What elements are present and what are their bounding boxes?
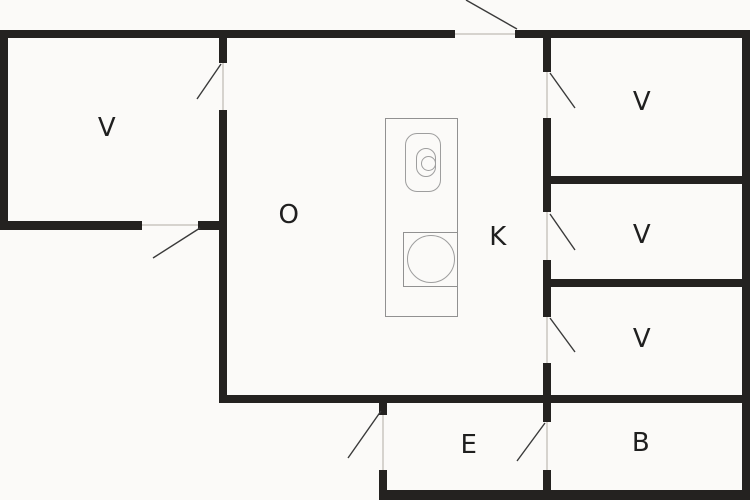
wall-bottom-exterior — [379, 490, 750, 500]
threshold-v-bottom-door — [142, 224, 198, 226]
wall-e-left-lower — [379, 470, 387, 498]
room-label-v-right-2: V — [632, 220, 652, 250]
wall-main-horizontal — [219, 395, 750, 403]
wall-mid-seg-4 — [543, 363, 551, 422]
door-swing-e-side — [347, 410, 382, 459]
wall-top-right-segment — [515, 30, 750, 38]
room-label-v-right-3: V — [632, 324, 652, 354]
wall-v-room-bottom-right — [198, 221, 227, 230]
wall-v1-v2-divider — [543, 176, 750, 184]
threshold-v-o-door — [222, 63, 224, 110]
threshold-v2-door — [546, 212, 548, 260]
threshold-entrance — [455, 33, 515, 35]
wall-v-room-bottom-left — [0, 221, 142, 230]
door-swing-e-b — [516, 422, 546, 462]
wall-mid-seg-1 — [543, 36, 551, 72]
room-label-o: O — [278, 200, 300, 230]
wall-top-left-segment — [0, 30, 455, 38]
room-label-k: K — [489, 222, 507, 252]
wall-right-exterior — [742, 30, 750, 500]
room-label-b: B — [631, 428, 651, 458]
door-swing-entrance — [465, 0, 518, 30]
door-swing-v2 — [549, 213, 576, 251]
room-label-v-top-left: V — [97, 113, 117, 143]
threshold-v3-door — [546, 317, 548, 363]
door-swing-v3 — [549, 317, 576, 353]
threshold-v1-door — [546, 72, 548, 118]
wall-left-exterior — [0, 30, 8, 230]
wall-mid-seg-2 — [543, 118, 551, 212]
room-label-e: E — [460, 430, 478, 460]
door-swing-v1 — [549, 72, 576, 109]
door-swing-v-o — [196, 63, 222, 100]
wall-mid-seg-3 — [543, 260, 551, 317]
wall-e-left-upper — [379, 403, 387, 415]
room-label-v-right-1: V — [632, 87, 652, 117]
door-swing-v-bottom — [152, 227, 201, 259]
wall-mid-seg-5 — [543, 470, 551, 498]
sink-drain — [421, 156, 436, 171]
wall-v2-v3-divider — [543, 279, 750, 287]
wall-v-o-upper — [219, 36, 227, 63]
threshold-e-b-door — [546, 422, 548, 470]
cooktop-ring — [407, 235, 455, 283]
threshold-e-side-door — [382, 415, 384, 470]
wall-v-o-lower — [219, 110, 227, 403]
